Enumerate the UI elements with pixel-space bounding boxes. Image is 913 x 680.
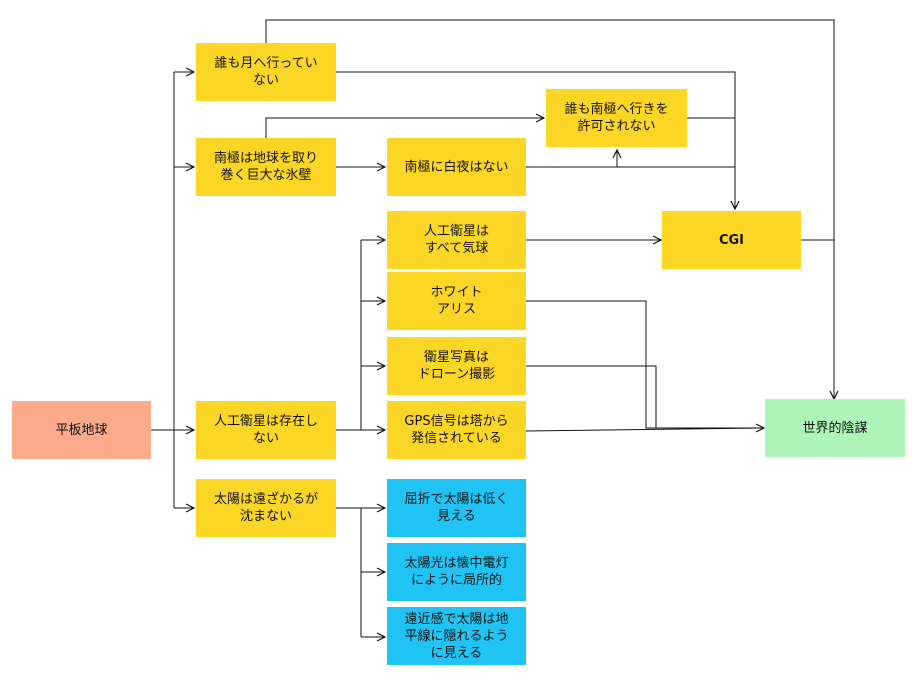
node-flashlight[interactable]: 太陽光は懐中電灯 にように局所的: [387, 543, 526, 601]
edge-white-alice-to-conspiracy: [526, 300, 764, 428]
node-balloons[interactable]: 人工衛星は すべて気球: [387, 211, 526, 269]
edge-ice-wall-to-no-south-pole: [265, 118, 544, 138]
node-flat-earth[interactable]: 平板地球: [12, 401, 151, 459]
node-refraction[interactable]: 屈折で太陽は低く 見える: [387, 479, 526, 537]
edge-no-moon-to-cgi: [336, 71, 735, 209]
node-gps-towers[interactable]: GPS信号は塔から 発信されている: [387, 401, 526, 459]
node-ice-wall[interactable]: 南極は地球を取り 巻く巨大な氷壁: [196, 138, 336, 196]
node-drone-photos[interactable]: 衛星写真は ドローン撮影: [387, 337, 526, 395]
node-no-south-pole[interactable]: 誰も南極へ行きを 許可されない: [546, 89, 687, 147]
node-no-white-night[interactable]: 南極に白夜はない: [387, 138, 526, 196]
node-world-conspiracy[interactable]: 世界的陰謀: [765, 399, 905, 457]
edge-gps-towers-to-conspiracy: [525, 427, 765, 432]
node-cgi[interactable]: CGI: [662, 211, 801, 269]
node-no-satellites[interactable]: 人工衛星は存在し ない: [196, 401, 336, 459]
edge-drone-photos-to-conspiracy: [526, 365, 657, 428]
node-sun-not-set[interactable]: 太陽は遠ざかるが 沈まない: [196, 479, 336, 537]
node-perspective[interactable]: 遠近感で太陽は地 平線に隠れるよう に見える: [387, 607, 526, 665]
node-no-moon[interactable]: 誰も月へ行ってい ない: [196, 43, 336, 101]
edge-no-moon-top-to-conspiracy: [265, 19, 834, 399]
node-white-alice[interactable]: ホワイト アリス: [387, 272, 526, 330]
